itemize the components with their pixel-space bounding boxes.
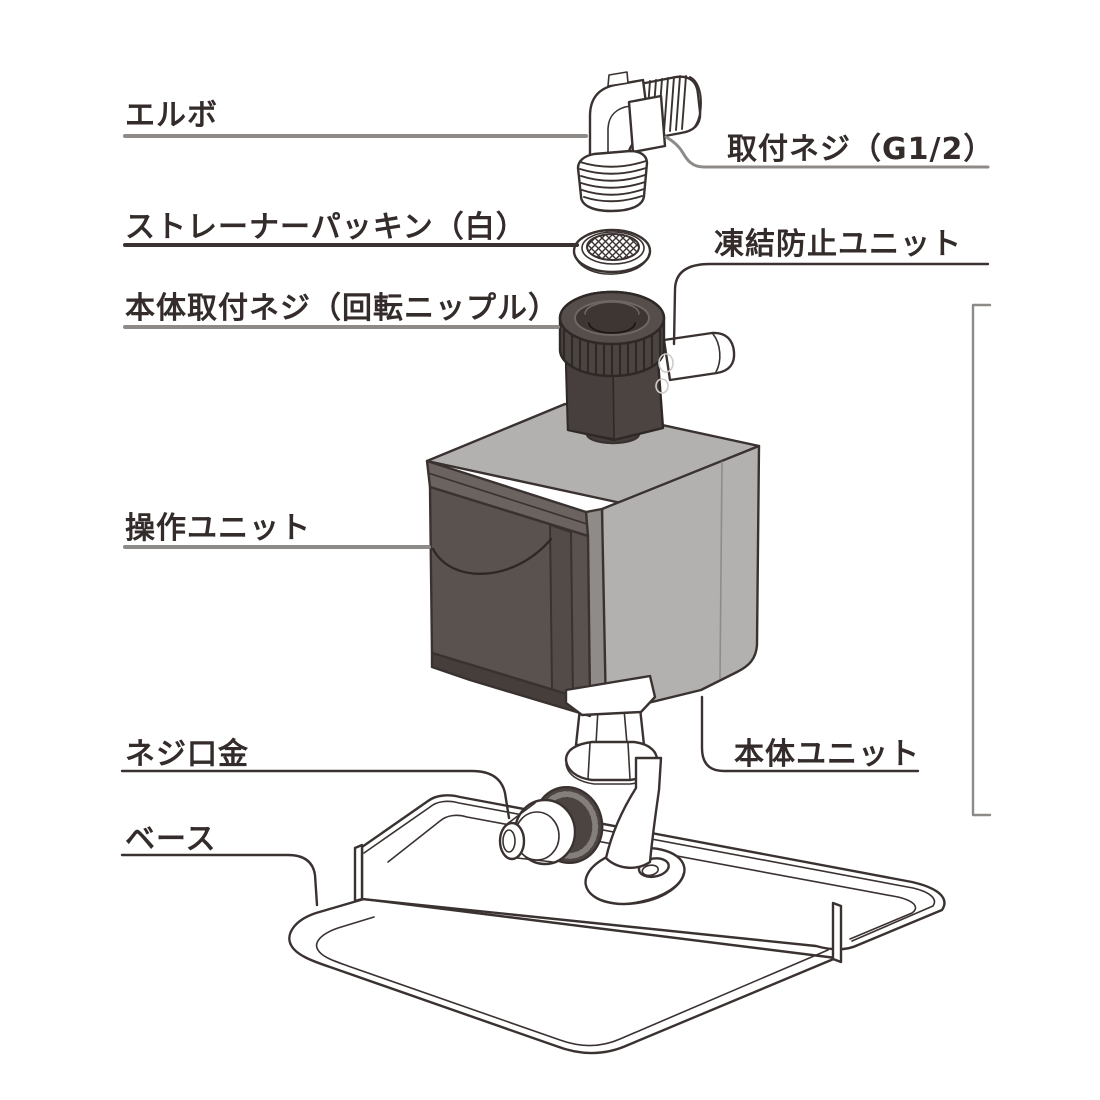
base-upper-plate-edge-line xyxy=(363,800,936,942)
label-strainer-packing-white: ストレーナーパッキン（白） xyxy=(125,210,527,245)
operation-door-hinge-column xyxy=(549,524,574,698)
nipple-screw-detail xyxy=(658,353,674,373)
base-lower-wing-outer xyxy=(288,897,838,1055)
elbow-illustration xyxy=(576,71,702,213)
outlet-pipe-illustration xyxy=(564,706,663,869)
screw-fitting-leader-line xyxy=(120,769,511,820)
lower-thread-ridges xyxy=(579,160,647,203)
base-left-step-wall xyxy=(353,843,364,903)
leader-lines xyxy=(120,134,990,907)
freeze-prevention-unit-illustration xyxy=(662,331,736,382)
base-leader-line xyxy=(120,853,319,907)
main-body-illustration xyxy=(425,402,761,718)
body-unit-bracket xyxy=(971,303,992,817)
label-main-body-unit: 本体ユニット xyxy=(734,737,920,772)
label-freeze-prevention-unit: 凍結防止ユニット xyxy=(714,227,962,262)
label-body-mounting-screw: 本体取付ネジ（回転ニップル） xyxy=(125,291,559,326)
label-hose-screw-fitting: ネジ口金 xyxy=(125,737,249,772)
elbow-collar xyxy=(627,94,667,154)
base-upper-plate-recess xyxy=(387,814,917,940)
label-operation-unit: 操作ユニット xyxy=(125,511,311,546)
strainer-mesh xyxy=(586,233,640,261)
operation-door-arc xyxy=(431,537,553,576)
knurl-ridges xyxy=(562,326,662,378)
labels: エルボ 取付ネジ（G1/2） ストレーナーパッキン（白） 凍結防止ユニット 本体… xyxy=(125,98,994,857)
body-bottom-strip xyxy=(430,651,592,718)
outlet-foot-pipe xyxy=(604,756,663,869)
mounting-screw-leader-line xyxy=(664,135,990,169)
strainer-packing-illustration xyxy=(572,228,652,275)
hose-screw-fitting-illustration xyxy=(498,785,604,866)
freeze-unit-leader-line xyxy=(672,262,990,346)
elbow-top-tab xyxy=(607,71,629,87)
label-mounting-screw-g12: 取付ネジ（G1/2） xyxy=(727,132,994,167)
base-right-step-wall xyxy=(831,901,843,964)
rotating-nipple-illustration xyxy=(558,290,674,445)
body-unit-leader-line xyxy=(700,695,920,773)
label-elbow: エルボ xyxy=(125,98,218,133)
body-outlet-notch xyxy=(564,674,657,717)
label-base: ベース xyxy=(125,822,217,857)
base-lower-wing-inner xyxy=(315,916,829,1047)
